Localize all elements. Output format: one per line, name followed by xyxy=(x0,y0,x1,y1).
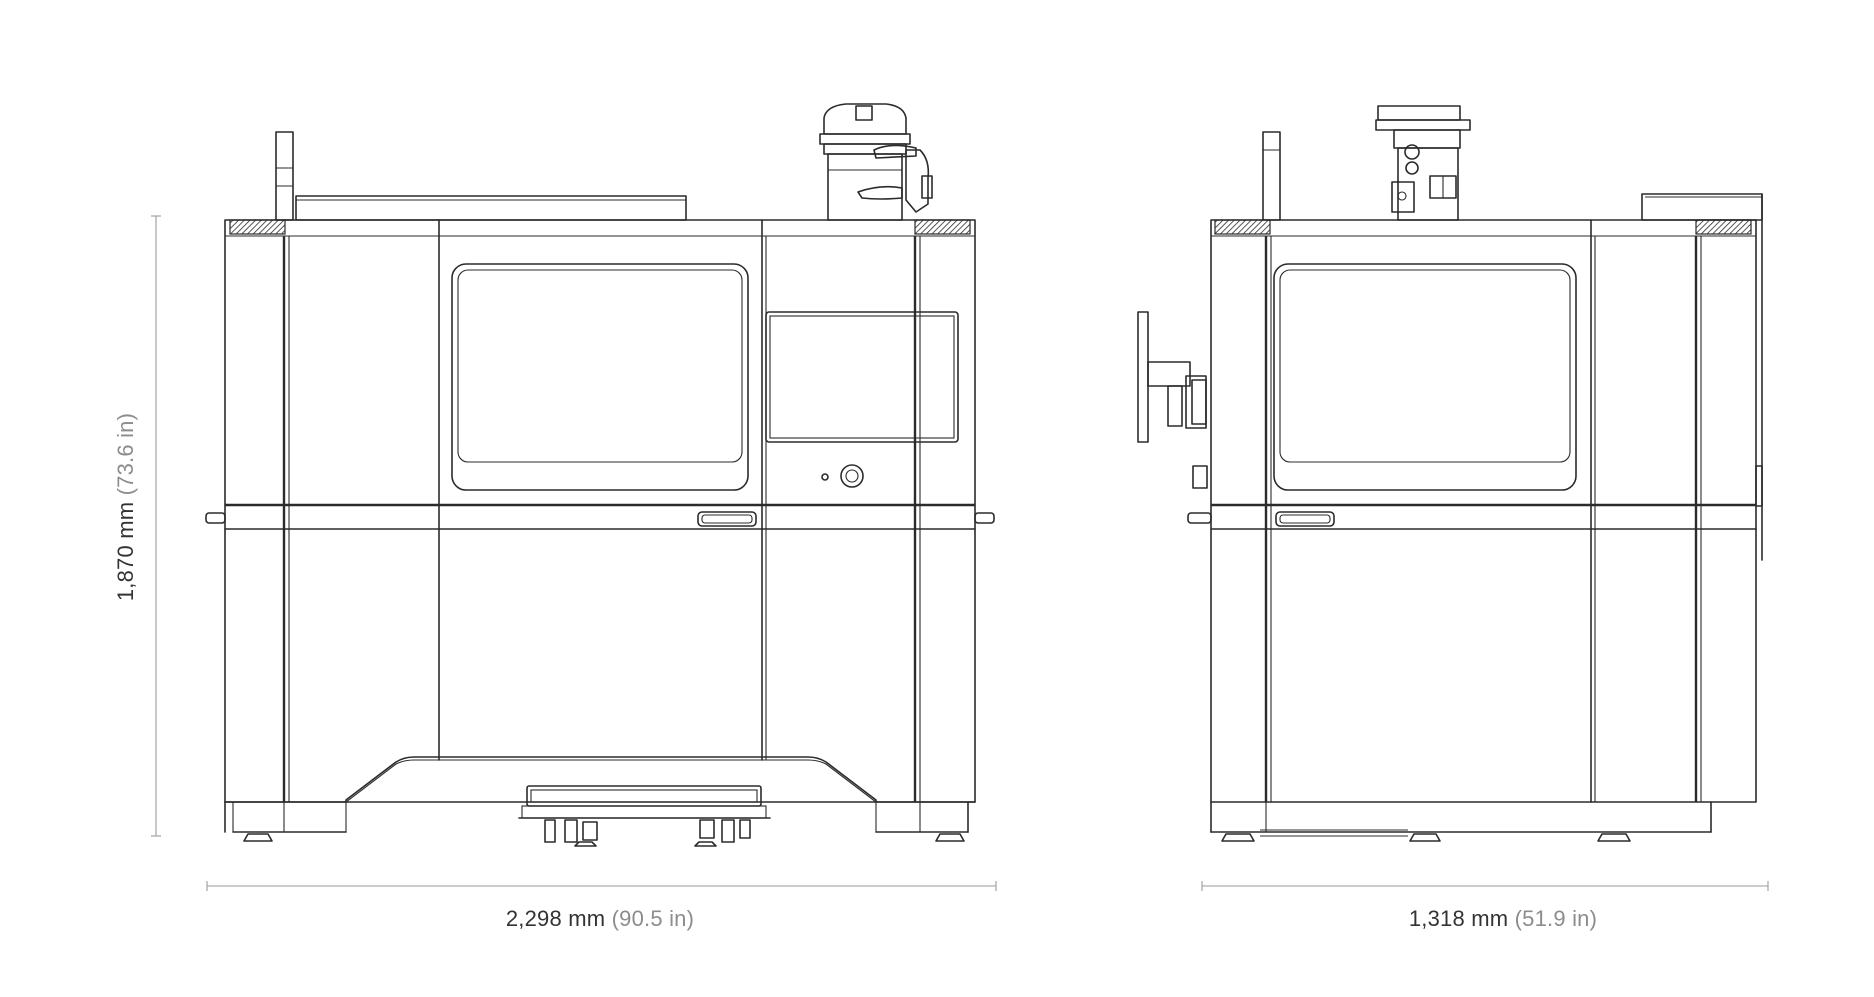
top-tray xyxy=(1641,193,1763,221)
front-view xyxy=(205,103,995,847)
signal-tower xyxy=(1262,131,1281,221)
build-platform xyxy=(518,785,771,847)
height-imperial: (73.6 in) xyxy=(113,412,138,496)
top-corner-left xyxy=(1214,219,1271,235)
width-dimension-label: 2,298 mm (90.5 in) xyxy=(506,906,694,932)
side-cabinet xyxy=(1210,219,1757,803)
top-canister xyxy=(819,103,933,221)
side-latch xyxy=(1755,465,1763,507)
top-corner-right xyxy=(914,219,971,235)
front-cabinet xyxy=(224,219,976,803)
dimension-depth-side xyxy=(1201,881,1769,891)
power-button xyxy=(1192,465,1208,489)
monitor-arm xyxy=(1137,311,1208,489)
foot xyxy=(1221,833,1255,842)
top-corner-right xyxy=(1695,219,1752,235)
signal-tower xyxy=(275,131,294,221)
side-window xyxy=(1273,263,1577,491)
foot xyxy=(243,833,273,842)
touchscreen xyxy=(765,311,959,443)
side-handle-right xyxy=(974,512,995,524)
height-metric: 1,870 mm xyxy=(113,501,138,602)
side-handle-left xyxy=(1187,512,1212,524)
height-dimension-label: 1,870 mm (73.6 in) xyxy=(113,413,139,601)
side-handle-left xyxy=(205,512,226,524)
top-canister xyxy=(1375,105,1471,221)
width-metric: 2,298 mm xyxy=(505,906,606,931)
dimension-width-front xyxy=(206,881,997,891)
side-view xyxy=(1137,105,1763,842)
front-window xyxy=(451,263,749,491)
power-button xyxy=(821,464,864,488)
top-corner-left xyxy=(229,219,286,235)
dimension-height xyxy=(151,215,161,837)
foot xyxy=(1597,833,1631,842)
width-imperial: (90.5 in) xyxy=(611,906,695,931)
door-handle xyxy=(1275,511,1335,527)
depth-imperial: (51.9 in) xyxy=(1514,906,1598,931)
door-handle xyxy=(697,511,757,527)
foot xyxy=(1409,833,1441,842)
depth-metric: 1,318 mm xyxy=(1408,906,1509,931)
depth-dimension-label: 1,318 mm (51.9 in) xyxy=(1409,906,1597,932)
foot xyxy=(935,833,965,842)
